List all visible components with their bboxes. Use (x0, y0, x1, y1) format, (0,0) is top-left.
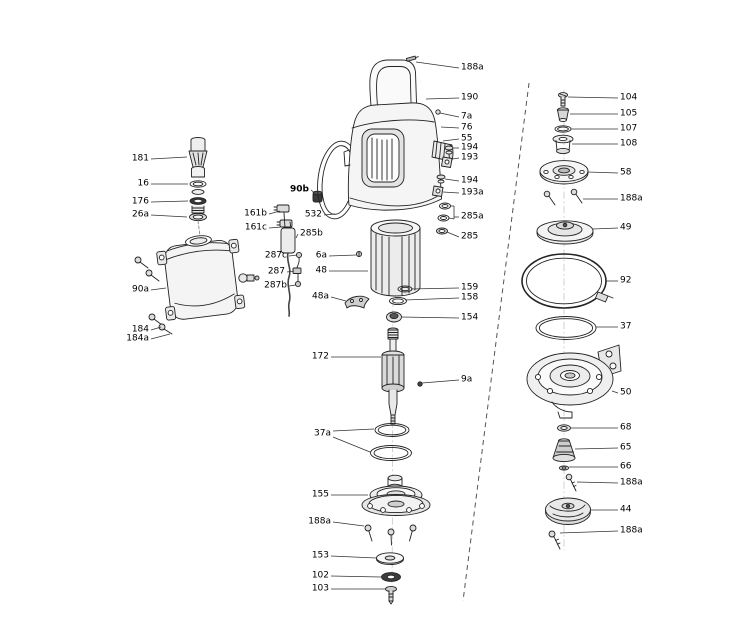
leader-line-153 (330, 555, 377, 559)
screw-104-drawing (557, 92, 569, 107)
leader-line-65 (574, 447, 619, 450)
leader-line-104 (567, 96, 619, 99)
leader-line-50 (611, 390, 619, 394)
leader-line-48a (330, 296, 347, 302)
leader-line-7a (439, 112, 460, 118)
nut-68-drawing (557, 424, 571, 432)
leader-line-154 (400, 316, 460, 319)
section-divider-line (462, 82, 530, 602)
screw-188a-mid-right-drawing (565, 473, 577, 492)
leader-line-37a (332, 428, 375, 432)
screws-188a-left-drawing (364, 524, 417, 546)
pin-9a-drawing (417, 381, 423, 387)
leader-line-193a (442, 191, 460, 194)
handle-pin-188a-drawing (405, 55, 419, 62)
impeller-44-drawing (545, 497, 591, 525)
leader-line-188a (415, 61, 460, 69)
rotor-172-drawing (381, 327, 405, 425)
screw-188a-bottom-right-drawing (548, 530, 561, 550)
leader-line-285 (446, 231, 460, 238)
washer-102-drawing (381, 572, 401, 582)
float-switch-drawing (188, 137, 208, 237)
leader-line-102 (330, 575, 382, 578)
clip-48a-drawing (344, 295, 370, 309)
leader-line-55 (442, 138, 460, 142)
tank-screws-drawing (134, 256, 260, 335)
leader-line-6a (328, 254, 357, 257)
leader-line-176 (150, 200, 189, 203)
cable-assembly-drawing (273, 204, 303, 317)
screws-188a-top-right-drawing (543, 188, 583, 206)
leader-line-285a (448, 217, 455, 220)
leader-line-58 (587, 171, 619, 174)
leader-line-287b (288, 284, 297, 287)
leader-line-181 (150, 156, 188, 160)
leader-line-37a (332, 436, 371, 453)
hose-fittings-drawing (432, 145, 454, 197)
leader-line-49 (592, 227, 619, 230)
leader-line-194 (444, 178, 460, 182)
cone-65-drawing (552, 438, 576, 463)
washer-66-drawing (558, 465, 570, 471)
small-rings-drawing (386, 285, 413, 323)
pump-housing-drawing (343, 55, 454, 211)
diaphragm-49-drawing (536, 220, 594, 245)
leader-line-90b (310, 189, 317, 195)
leader-line-90a (150, 287, 167, 291)
leader-line-287c (288, 254, 298, 257)
orings-37a-drawing (370, 423, 412, 461)
leader-line-287 (286, 270, 295, 273)
stator-48-drawing (355, 219, 421, 297)
leader-line-193 (451, 157, 460, 160)
volute-50-drawing (526, 344, 622, 419)
leader-line-188a (576, 481, 619, 484)
leader-line-9a (421, 379, 460, 384)
leader-line-26a (150, 214, 188, 218)
leader-line-161c (268, 226, 283, 229)
leader-line-532 (323, 213, 336, 216)
seal-carrier-155-drawing (361, 474, 431, 516)
tank-90a-drawing (156, 235, 246, 321)
valve-105-drawing (557, 107, 569, 123)
leader-line-161b (268, 210, 281, 215)
leader-line-184a (150, 333, 171, 340)
bushing-108-drawing (552, 134, 574, 155)
oring-37-drawing (535, 316, 597, 340)
leader-line-159 (410, 287, 460, 290)
screw-103-drawing (385, 585, 397, 605)
leader-line-184 (150, 326, 162, 331)
leader-line-188a (332, 521, 365, 527)
leader-line-76 (440, 126, 460, 129)
flange-58-drawing (539, 160, 589, 185)
plate-153-drawing (376, 552, 404, 566)
leader-line-190 (425, 97, 460, 100)
leader-line-285b (295, 233, 299, 239)
leader-line-188a (559, 530, 619, 534)
leader-line-158 (404, 297, 460, 301)
